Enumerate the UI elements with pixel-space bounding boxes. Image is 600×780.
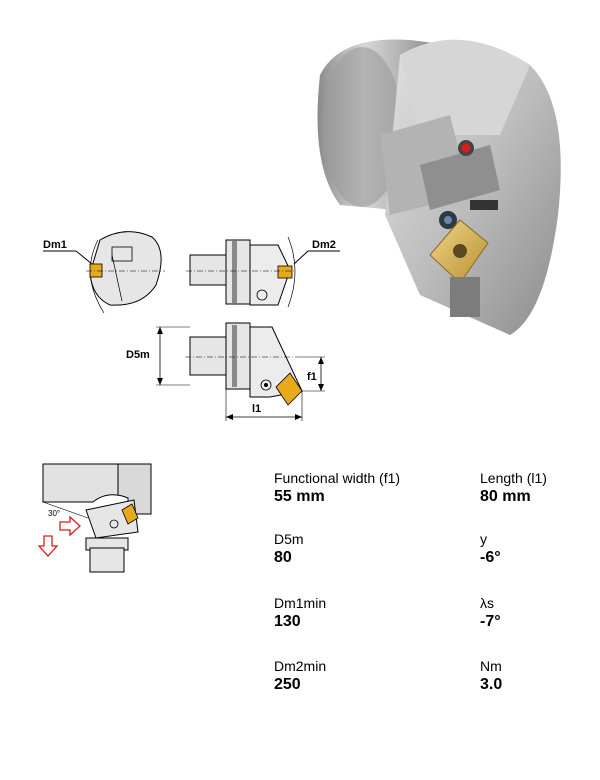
angle-label: 30°: [48, 509, 60, 518]
spec-value: 3.0: [480, 676, 503, 693]
spec-item-y: y -6°: [480, 531, 501, 567]
spec-item-lambda-s: λs -7°: [480, 595, 501, 631]
spec-item-d5m: D5m 80: [274, 531, 304, 567]
spec-label: λs: [480, 595, 494, 611]
spec-label: D5m: [274, 531, 304, 547]
f1-label: f1: [307, 371, 317, 383]
dm1-view: Dm1: [43, 231, 165, 314]
spec-value: -7°: [480, 613, 501, 630]
spec-label: Dm2min: [274, 658, 327, 674]
spec-item-length: Length (l1) 80 mm: [480, 470, 547, 506]
spec-value: -6°: [480, 549, 501, 566]
spec-label: Dm1min: [274, 595, 327, 611]
spec-item-dm2min: Dm2min 250: [274, 658, 326, 694]
spec-value: 250: [274, 676, 301, 693]
l1-label: l1: [252, 403, 261, 415]
main-view: D5m f1 l1: [126, 322, 325, 421]
d5m-label: D5m: [126, 349, 150, 361]
spec-value: 55 mm: [274, 488, 325, 505]
spec-value: 130: [274, 613, 301, 630]
spec-label: Nm: [480, 658, 502, 674]
spec-item-nm: Nm 3.0: [480, 658, 502, 694]
product-photo: [317, 39, 561, 335]
spec-item-functional-width: Functional width (f1) 55 mm: [274, 470, 400, 506]
spec-label: Length (l1): [480, 470, 547, 486]
spec-value: 80 mm: [480, 488, 531, 505]
spec-item-dm1min: Dm1min 130: [274, 595, 326, 631]
dm2-label: Dm2: [312, 239, 336, 251]
technical-drawing: Dm1 Dm2 D5m: [43, 231, 340, 421]
spec-label: y: [480, 531, 487, 547]
spec-label: Functional width (f1): [274, 470, 401, 486]
application-sketch: 30°: [38, 463, 152, 573]
spec-value: 80: [274, 549, 292, 566]
dm2-view: Dm2: [186, 236, 340, 308]
dm1-label: Dm1: [43, 239, 67, 251]
